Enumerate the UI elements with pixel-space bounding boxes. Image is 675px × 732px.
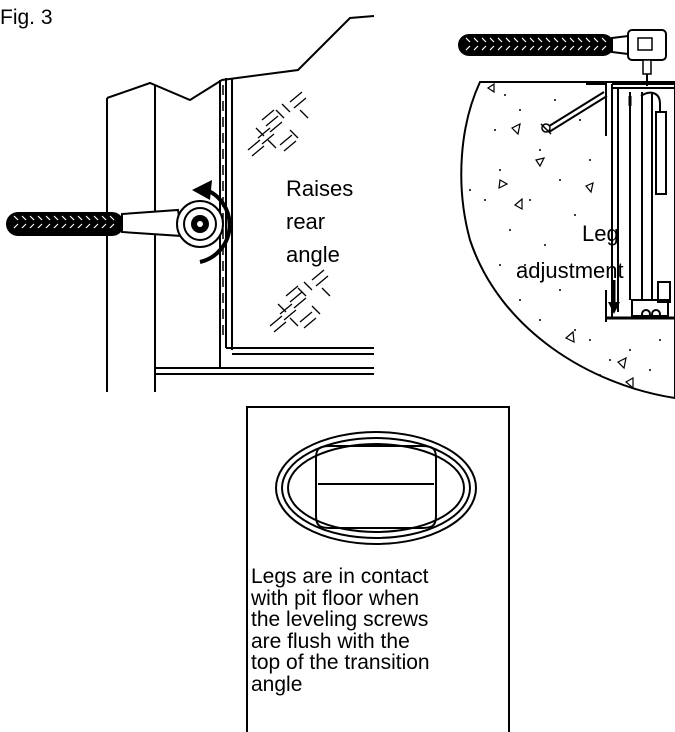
leveling-screw-illustration [275, 431, 477, 545]
concrete-hatch-upper [247, 91, 309, 157]
caption-line: are flush with the [251, 629, 410, 653]
rotation-arrow [192, 180, 232, 264]
leg-adjustment-arrow [608, 280, 620, 314]
wrench-shank [121, 208, 184, 238]
wrench-grip [458, 34, 614, 56]
concrete-hatch-lower [269, 269, 331, 333]
annotation-line: Raises [286, 176, 354, 201]
detail-caption: Legs are in contact with pit floor when … [251, 566, 507, 695]
leg-label: Leg [582, 221, 619, 246]
raises-rear-angle-label: Raises rear angle [286, 172, 353, 271]
caption-line: with pit floor when [251, 586, 420, 610]
detail-box-frame [246, 406, 510, 732]
ratchet-wrench-right [458, 29, 667, 86]
right-section-view [458, 29, 675, 400]
wrench-grip [6, 212, 124, 236]
annotation-line: rear [286, 209, 326, 234]
annotation-line: angle [286, 242, 340, 267]
figure-label: Fig. 3 [0, 6, 53, 29]
ratchet-wrench-left [6, 200, 224, 248]
detail-box [246, 406, 510, 732]
caption-line: Legs are in contact [251, 565, 429, 588]
break-line [106, 15, 375, 392]
adjustment-label: adjustment [516, 258, 624, 283]
caption-line: top of the transition [251, 651, 430, 674]
caption-line: the leveling screws [251, 608, 429, 631]
caption-line: angle [251, 672, 303, 696]
